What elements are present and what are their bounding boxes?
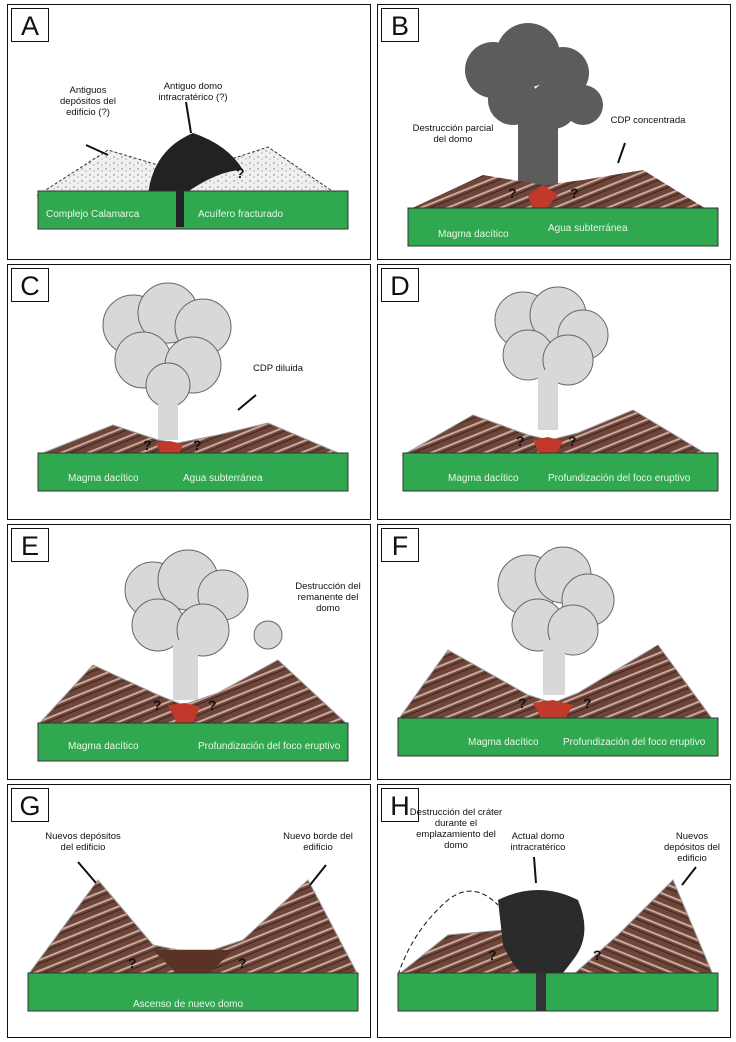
question-mark: ? xyxy=(143,437,152,453)
ground-label: Complejo Calamarca xyxy=(46,209,139,220)
panel-letter: F xyxy=(381,528,419,562)
ground-label: Ascenso de nuevo domo xyxy=(133,999,243,1010)
panel-letter: D xyxy=(381,268,419,302)
panel-h: H Destrucción del cráter durante el empl… xyxy=(377,784,731,1038)
label-nuevos-depositos: Nuevos depósitos del edificio xyxy=(658,831,726,864)
ground-label: Magma dacítico xyxy=(68,473,139,484)
panel-letter: A xyxy=(11,8,49,42)
panel-d: D ? ? Magma dacítico Profundización del … xyxy=(377,264,731,520)
panel-a: A Antiguos depósitos del edificio (?) An… xyxy=(7,4,371,260)
question-mark: ? xyxy=(236,165,245,181)
question-mark: ? xyxy=(208,697,217,713)
ground-label: Agua subterránea xyxy=(548,223,628,234)
label-destruccion-remanente: Destrucción del remanente del domo xyxy=(288,581,368,614)
label-destruccion-parcial: Destrucción parcial del domo xyxy=(408,123,498,145)
question-mark: ? xyxy=(518,695,527,711)
label-destruccion-crater: Destrucción del cráter durante el emplaz… xyxy=(406,807,506,851)
question-mark: ? xyxy=(128,955,137,971)
label-cdp-diluida: CDP diluida xyxy=(253,363,303,374)
question-mark: ? xyxy=(583,695,592,711)
panel-a-drawing xyxy=(8,5,371,260)
ground-label: Agua subterránea xyxy=(183,473,263,484)
panel-c: C CDP diluida ? ? Magma dacítico Agua su… xyxy=(7,264,371,520)
question-mark: ? xyxy=(570,185,579,201)
label-cdp-concentrada: CDP concentrada xyxy=(603,115,693,126)
ground-label: Profundización del foco eruptivo xyxy=(563,737,705,748)
ground-label: Magma dacítico xyxy=(448,473,519,484)
ground-label: Profundización del foco eruptivo xyxy=(198,741,340,752)
question-mark: ? xyxy=(508,185,517,201)
ground-label: Magma dacítico xyxy=(68,741,139,752)
label-antiguos-depositos: Antiguos depósitos del edificio (?) xyxy=(48,85,128,118)
question-mark: ? xyxy=(238,955,247,971)
question-mark: ? xyxy=(153,697,162,713)
label-nuevo-borde: Nuevo borde del edificio xyxy=(278,831,358,853)
ground-label: Acuífero fracturado xyxy=(198,209,283,220)
panel-b: B Destrucción parcial del domo CDP conce… xyxy=(377,4,731,260)
ground-label: Magma dacítico xyxy=(468,737,539,748)
label-actual-domo: Actual domo intracratérico xyxy=(508,831,568,853)
label-antiguo-domo: Antiguo domo intracratérico (?) xyxy=(148,81,238,103)
panel-f: F ? ? Magma dacítico Profundización del … xyxy=(377,524,731,780)
panel-g: G Nuevos depósitos del edificio Nuevo bo… xyxy=(7,784,371,1038)
ground-label: Magma dacítico xyxy=(438,229,509,240)
panel-letter: C xyxy=(11,268,49,302)
panel-letter: B xyxy=(381,8,419,42)
ground-label: Profundización del foco eruptivo xyxy=(548,473,690,484)
panel-letter: E xyxy=(11,528,49,562)
question-mark: ? xyxy=(568,433,577,449)
label-nuevos-depositos: Nuevos depósitos del edificio xyxy=(38,831,128,853)
question-mark: ? xyxy=(516,433,525,449)
panel-letter: G xyxy=(11,788,49,822)
question-mark: ? xyxy=(193,437,202,453)
question-mark: ? xyxy=(593,947,602,963)
panel-e: E Destrucción del remanente del domo ? ?… xyxy=(7,524,371,780)
question-mark: ? xyxy=(488,947,497,963)
